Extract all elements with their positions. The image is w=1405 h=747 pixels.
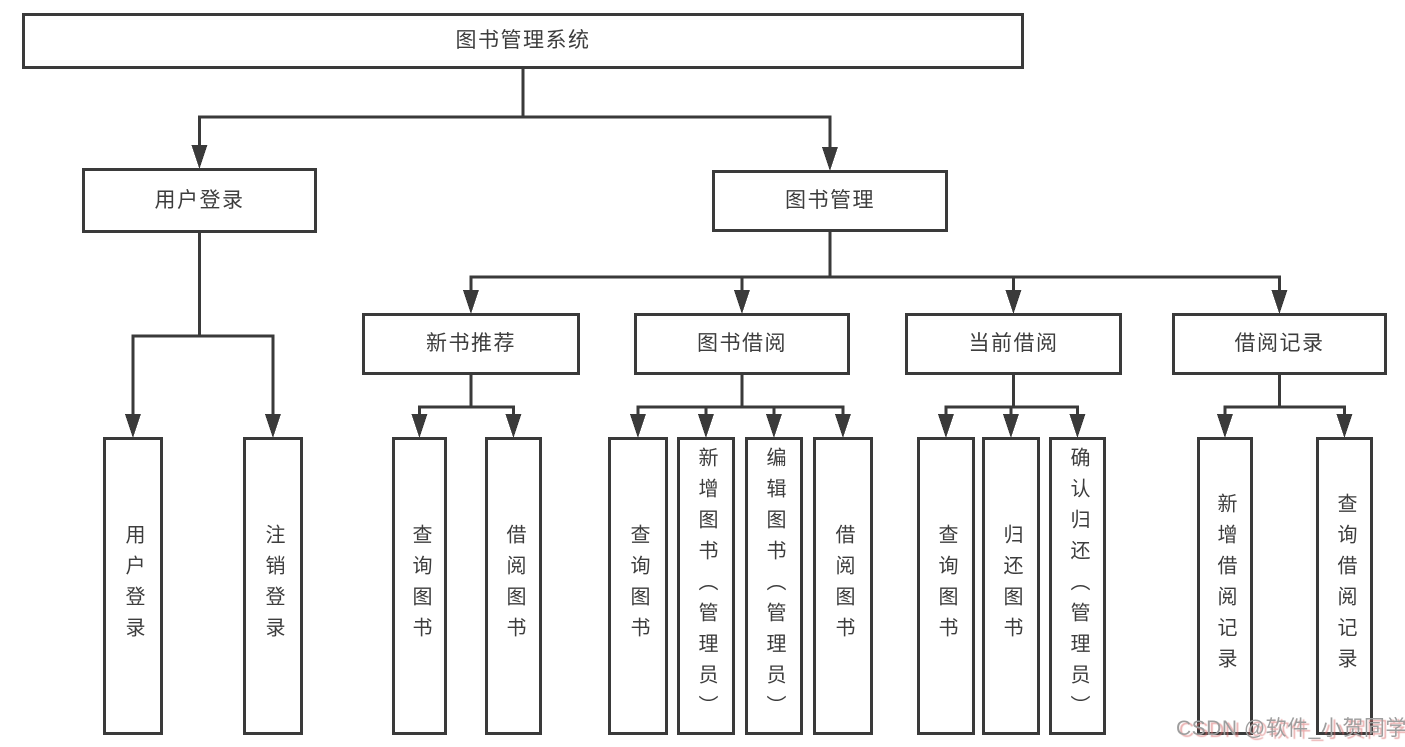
node-query-books-1: 查询图书 <box>392 437 447 735</box>
node-confirm-return-admin: 确认归还（管理员） <box>1049 437 1106 735</box>
node-user-login: 用户登录 <box>82 168 317 233</box>
node-logout-op: 注销登录 <box>243 437 303 735</box>
node-query-books-3: 查询图书 <box>917 437 975 735</box>
node-borrow-books-2: 借阅图书 <box>813 437 873 735</box>
watermark: CSDN @软件_小贺同学 <box>1176 717 1405 740</box>
node-current-borrowing: 当前借阅 <box>905 313 1122 375</box>
node-return-books: 归还图书 <box>982 437 1040 735</box>
node-root: 图书管理系统 <box>22 13 1024 69</box>
node-query-borrow-record: 查询借阅记录 <box>1316 437 1373 735</box>
node-book-borrowing: 图书借阅 <box>634 313 850 375</box>
node-new-book-recommend: 新书推荐 <box>362 313 580 375</box>
node-user-login-op: 用户登录 <box>103 437 163 735</box>
node-query-books-2: 查询图书 <box>608 437 668 735</box>
node-borrowing-records: 借阅记录 <box>1172 313 1387 375</box>
node-add-books-admin: 新增图书（管理员） <box>677 437 735 735</box>
node-edit-books-admin: 编辑图书（管理员） <box>745 437 803 735</box>
node-book-management: 图书管理 <box>712 170 948 232</box>
node-add-borrow-record: 新增借阅记录 <box>1197 437 1253 735</box>
node-borrow-books-1: 借阅图书 <box>485 437 542 735</box>
